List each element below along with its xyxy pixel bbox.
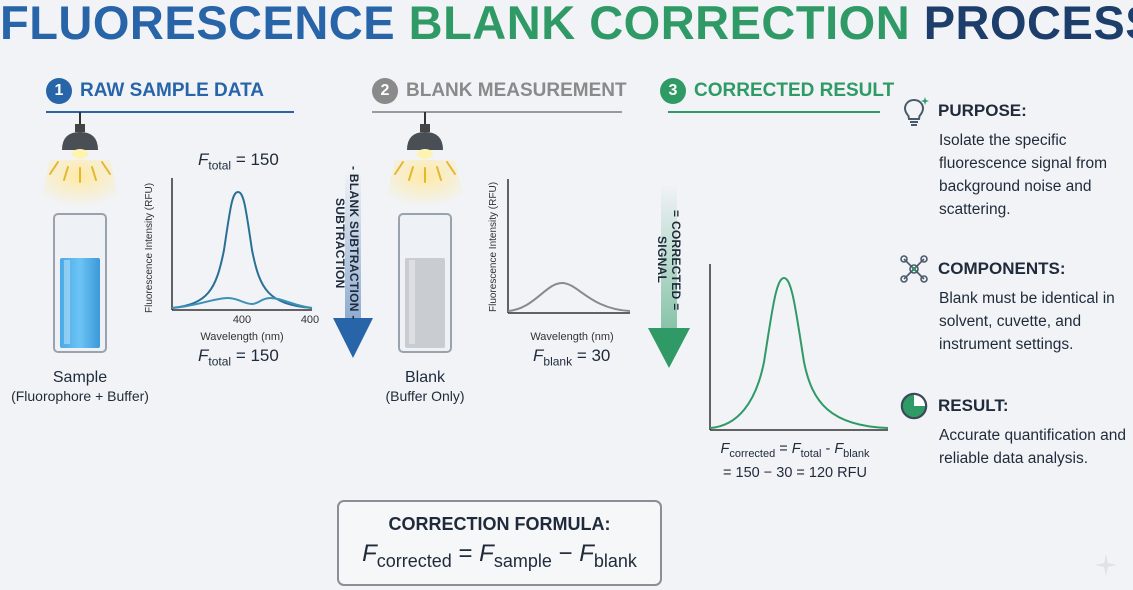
step-1-label: RAW SAMPLE DATA	[80, 80, 265, 101]
lamp-icon	[383, 112, 467, 212]
corrected-spectrum-chart	[709, 264, 889, 431]
corrected-equation-line-2: = 150 − 30 = 120 RFU	[723, 464, 867, 481]
components-heading: COMPONENTS:	[938, 259, 1066, 278]
step-3-underline	[668, 111, 880, 113]
sample-y-axis-label: Fluorescence Intensity (RFU)	[144, 183, 155, 313]
corrected-signal-label: = CORRECTED = SIGNAL	[655, 209, 683, 311]
sample-spectrum-chart: Fluorescence Intensity (RFU) 400 400 Wav…	[144, 178, 319, 343]
sample-caption: Sample (Fluorophore + Buffer)	[0, 368, 160, 406]
network-icon	[900, 255, 928, 283]
pie-chart-icon	[900, 392, 928, 420]
sample-total-curve	[171, 190, 313, 309]
purpose-heading: PURPOSE:	[938, 101, 1027, 120]
side-purpose: PURPOSE: Isolate the specific fluorescen…	[898, 95, 1133, 221]
step-1-underline	[46, 111, 294, 113]
blank-lamp-cuvette-illustration	[383, 112, 467, 353]
blank-subtraction-arrow	[333, 170, 373, 358]
sample-tick-mid: 400	[233, 314, 251, 326]
lamp-icon	[38, 112, 122, 212]
step-1-header: 1 RAW SAMPLE DATA	[46, 78, 264, 104]
corrected-equation: Fcorrected = Ftotal - Fblank = 150 − 30 …	[700, 440, 890, 483]
step-2-badge: 2	[372, 78, 398, 104]
side-components: COMPONENTS: Blank must be identical in s…	[898, 253, 1133, 356]
corrected-curve	[709, 276, 889, 429]
title-part-1: FLUORESCENCE	[0, 0, 396, 49]
step-1-badge: 1	[46, 78, 72, 104]
blank-caption: Blank (Buffer Only)	[365, 368, 485, 406]
lightbulb-icon	[903, 97, 929, 126]
step-3-badge: 3	[660, 78, 686, 104]
blank-subtraction-label: - BLANK SUBTRACTION - SUBTRACTION	[333, 166, 361, 320]
side-result: RESULT: Accurate quantification and reli…	[898, 390, 1133, 470]
sample-lamp-cuvette-illustration	[38, 112, 122, 353]
step-2-header: 2 BLANK MEASUREMENT	[372, 78, 627, 104]
sample-blank-curve	[171, 296, 313, 309]
result-body: Accurate quantification and reliable dat…	[939, 427, 1126, 467]
page-title: FLUORESCENCE BLANK CORRECTION PROCESS	[0, 0, 1133, 46]
corrected-signal-arrow	[648, 184, 690, 368]
step-2-underline	[372, 111, 622, 113]
corrected-equation-line-1: Fcorrected = Ftotal - Fblank	[720, 441, 870, 460]
blank-x-axis-label: Wavelength (nm)	[530, 331, 613, 343]
blank-desc: (Buffer Only)	[385, 388, 465, 404]
result-heading: RESULT:	[938, 396, 1009, 415]
sample-ftotal-bottom: Ftotal = 150	[198, 346, 279, 369]
sample-x-axis-label: Wavelength (nm)	[200, 331, 283, 343]
purpose-body: Isolate the specific fluorescence signal…	[939, 132, 1107, 218]
step-2-label: BLANK MEASUREMENT	[406, 80, 627, 101]
formula-heading: CORRECTION FORMULA:	[388, 514, 611, 534]
title-part-3: PROCESS	[923, 0, 1133, 49]
blank-curve	[507, 281, 631, 312]
step-3-header: 3 CORRECTED RESULT	[660, 78, 894, 104]
sample-name: Sample	[52, 369, 108, 386]
title-part-2: BLANK CORRECTION	[408, 0, 911, 49]
step-3-label: CORRECTED RESULT	[694, 80, 895, 101]
correction-formula-box: CORRECTION FORMULA: Fcorrected = Fsample…	[337, 500, 662, 586]
components-body: Blank must be identical in solvent, cuve…	[939, 290, 1115, 353]
sample-desc: (Fluorophore + Buffer)	[11, 388, 149, 404]
sparkle-icon	[1095, 554, 1117, 576]
blank-name: Blank	[404, 369, 446, 386]
sample-cuvette-icon	[53, 213, 107, 353]
blank-y-axis-label: Fluorescence Intensity (RFU)	[488, 182, 499, 312]
sample-ftotal-top: Ftotal = 150	[198, 150, 279, 173]
formula-equation: Fcorrected = Fsample − Fblank	[362, 540, 637, 571]
blank-cuvette-icon	[398, 213, 452, 353]
sample-tick-end: 400	[301, 314, 319, 326]
blank-spectrum-chart: Fluorescence Intensity (RFU) Wavelength …	[488, 179, 631, 343]
blank-fblank-label: Fblank = 30	[533, 346, 611, 369]
